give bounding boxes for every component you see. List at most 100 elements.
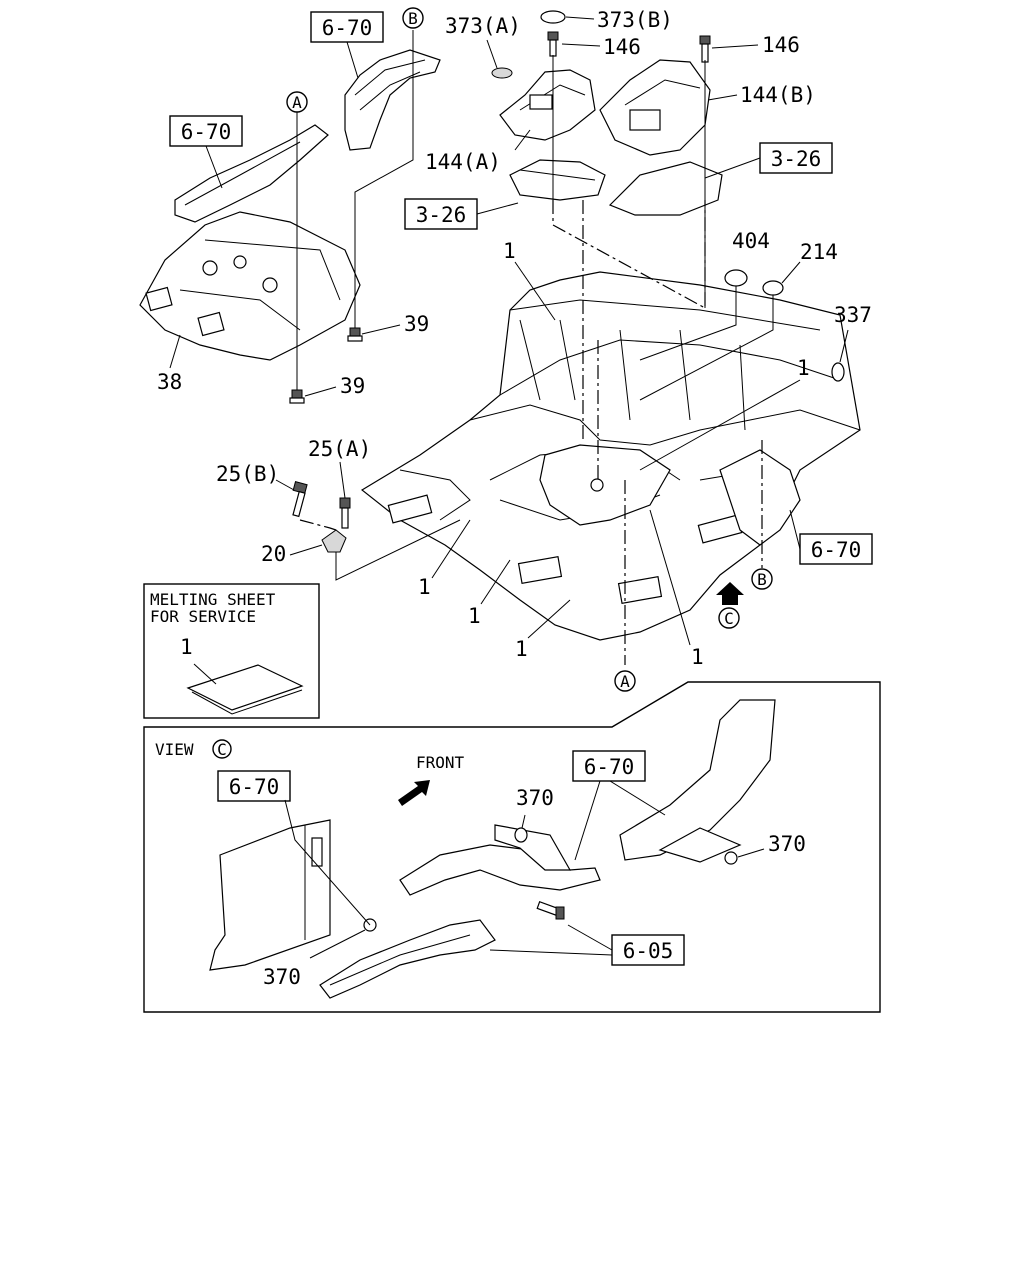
leader-ref-8b bbox=[489, 949, 613, 956]
callout-370-b: 370 bbox=[768, 832, 806, 856]
leader-25b bbox=[275, 479, 295, 491]
callout-370-c: 370 bbox=[263, 965, 301, 989]
leader-373a bbox=[486, 39, 498, 69]
callout-214: 214 bbox=[800, 240, 838, 264]
leader-ref-4 bbox=[476, 202, 519, 215]
screw-146-a bbox=[547, 31, 559, 57]
console-144a bbox=[499, 69, 596, 141]
console-bracket-3-26-right bbox=[608, 161, 723, 216]
ref-3-26-left: 3-26 bbox=[416, 203, 467, 227]
marker-b-top bbox=[402, 7, 424, 29]
view-rail-right bbox=[619, 699, 776, 863]
view-c-title: VIEW bbox=[155, 740, 194, 759]
melting-sheet-edge bbox=[191, 689, 303, 715]
clip-20 bbox=[321, 529, 347, 553]
leader-20 bbox=[289, 544, 323, 556]
leader-1a bbox=[514, 261, 556, 321]
view-panel-left bbox=[209, 819, 331, 971]
arrow-view-c bbox=[716, 582, 744, 605]
callout-1-b: 1 bbox=[797, 356, 810, 380]
ref-6-70-view-left: 6-70 bbox=[229, 775, 280, 799]
melting-sheet-line2: FOR SERVICE bbox=[150, 607, 256, 626]
plug-370-a bbox=[514, 827, 528, 843]
leader-ref-7a bbox=[574, 780, 601, 861]
floor-pan bbox=[360, 271, 861, 641]
leader-ref-8a bbox=[567, 924, 613, 951]
leader-144a bbox=[514, 129, 531, 151]
view-rail-center bbox=[399, 824, 601, 896]
callout-39-a: 39 bbox=[404, 312, 429, 336]
callout-1-g: 1 bbox=[180, 635, 193, 659]
leader-370c bbox=[309, 929, 366, 959]
callout-1-a: 1 bbox=[503, 239, 516, 263]
console-bracket-3-26-left bbox=[509, 159, 606, 201]
leader-146b bbox=[711, 44, 759, 49]
leader-ref-2 bbox=[205, 145, 223, 189]
guide-line-b bbox=[354, 30, 414, 330]
callout-337: 337 bbox=[834, 303, 872, 327]
guide-clip-floor bbox=[335, 519, 461, 581]
plug-337 bbox=[831, 362, 845, 382]
side-rail-6-70 bbox=[719, 449, 801, 546]
ref-box-7 bbox=[572, 750, 646, 782]
marker-a-top bbox=[286, 91, 308, 113]
callout-25b: 25(B) bbox=[216, 462, 279, 486]
callout-39-b: 39 bbox=[340, 374, 365, 398]
view-rail-lower bbox=[319, 919, 496, 999]
leader-337-num bbox=[839, 329, 849, 363]
ref-box-6 bbox=[217, 770, 291, 802]
bracket-left bbox=[174, 124, 329, 223]
leader-404 bbox=[639, 286, 737, 361]
plug-373a bbox=[491, 67, 513, 79]
callout-373b: 373(B) bbox=[597, 8, 673, 32]
callout-146-a: 146 bbox=[603, 35, 641, 59]
plug-214 bbox=[762, 280, 784, 296]
melting-sheet-part bbox=[186, 664, 304, 711]
marker-b-right-text: B bbox=[757, 570, 767, 589]
callout-144b: 144(B) bbox=[740, 83, 816, 107]
leader-25a bbox=[339, 461, 346, 499]
callout-373a: 373(A) bbox=[445, 14, 521, 38]
callout-1-d: 1 bbox=[468, 604, 481, 628]
leader-1e bbox=[527, 599, 571, 639]
leader-ref-1 bbox=[346, 41, 359, 79]
bracket-upper bbox=[344, 49, 441, 151]
bolt-25b bbox=[292, 481, 308, 518]
leader-370a bbox=[521, 814, 526, 829]
ref-6-70-top: 6-70 bbox=[322, 16, 373, 40]
leader-ref-6 bbox=[284, 799, 371, 926]
marker-c-view-text: C bbox=[217, 740, 227, 759]
view-bolt bbox=[536, 900, 565, 920]
plug-370-b bbox=[724, 851, 738, 865]
marker-b-right bbox=[751, 568, 773, 590]
leader-1d bbox=[480, 559, 511, 605]
callout-1-c: 1 bbox=[418, 575, 431, 599]
callout-144a: 144(A) bbox=[425, 150, 501, 174]
ref-6-05: 6-05 bbox=[623, 939, 674, 963]
leader-1b bbox=[639, 379, 801, 471]
callout-20: 20 bbox=[261, 542, 286, 566]
marker-c-text: C bbox=[724, 609, 734, 628]
leader-214 bbox=[639, 295, 774, 401]
ref-3-26-right: 3-26 bbox=[771, 147, 822, 171]
callout-146-b: 146 bbox=[762, 33, 800, 57]
front-label: FRONT bbox=[416, 753, 465, 772]
marker-a-bottom bbox=[614, 670, 636, 692]
marker-b-top-text: B bbox=[408, 9, 418, 28]
leader-1c bbox=[431, 519, 471, 579]
leader-1g bbox=[193, 663, 217, 685]
floor-cover-38 bbox=[139, 211, 361, 361]
callout-1-f: 1 bbox=[691, 645, 704, 669]
leader-370b bbox=[737, 848, 765, 858]
leader-144b bbox=[707, 94, 738, 101]
leader-39b bbox=[304, 386, 337, 397]
callout-1-e: 1 bbox=[515, 637, 528, 661]
bolt-39-b bbox=[289, 389, 305, 404]
callout-25a: 25(A) bbox=[308, 437, 371, 461]
leader-38 bbox=[169, 334, 181, 369]
callout-370-a: 370 bbox=[516, 786, 554, 810]
marker-c bbox=[718, 607, 740, 629]
plug-373b bbox=[540, 10, 566, 24]
leader-ref-3 bbox=[704, 157, 761, 179]
